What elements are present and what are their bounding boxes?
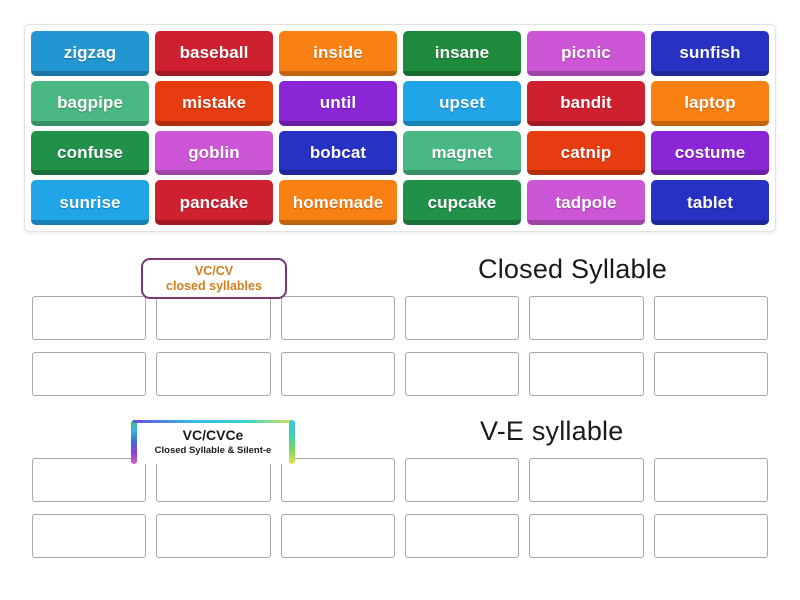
word-tile[interactable]: picnic <box>527 31 645 76</box>
drop-slot[interactable] <box>280 514 395 558</box>
word-tile[interactable]: costume <box>651 130 769 176</box>
word-tile[interactable]: magnet <box>403 130 521 176</box>
word-tile-label: catnip <box>560 142 612 162</box>
word-tile-label: until <box>319 93 357 113</box>
drop-slot[interactable] <box>529 458 644 502</box>
word-tile[interactable]: until <box>279 80 397 126</box>
category-title-ve-syllable: V-E syllable <box>480 416 624 446</box>
drop-slot[interactable] <box>156 352 271 396</box>
drop-slot[interactable] <box>529 352 644 396</box>
word-tile[interactable]: insane <box>403 31 521 76</box>
word-tile[interactable]: upset <box>403 80 521 126</box>
word-tile-label: goblin <box>188 142 240 162</box>
drop-slot[interactable] <box>32 296 147 340</box>
drop-slot[interactable] <box>529 296 644 340</box>
drop-slot[interactable] <box>280 458 395 502</box>
drop-slot[interactable] <box>156 296 271 340</box>
word-tile-label: magnet <box>431 142 493 162</box>
category-header-row: VC/CVCe Closed Syllable & Silent-e V-E s… <box>0 410 800 464</box>
word-tile[interactable]: tadpole <box>527 180 645 225</box>
word-tile[interactable]: inside <box>279 31 397 76</box>
word-tile-label: bobcat <box>309 142 367 162</box>
word-tile-label: picnic <box>561 43 611 63</box>
word-tile-grid: zigzag baseball inside insane picnic sunfish b… <box>31 31 769 225</box>
word-tile[interactable]: sunrise <box>31 180 149 225</box>
word-tile-label: homemade <box>292 192 384 212</box>
drop-slot[interactable] <box>405 352 520 396</box>
word-tile[interactable]: laptop <box>651 80 769 126</box>
word-tile-label: sunfish <box>679 43 741 63</box>
drop-zone-grid-closed-syllable <box>32 296 768 396</box>
word-tile[interactable]: bagpipe <box>31 80 149 126</box>
drop-slot[interactable] <box>32 352 147 396</box>
word-tile-label: sunrise <box>59 192 121 212</box>
word-tile-label: inside <box>313 43 363 63</box>
category-title-closed-syllable: Closed Syllable <box>478 254 668 284</box>
word-tile-label: tablet <box>687 192 733 212</box>
word-tile[interactable]: cupcake <box>403 180 521 225</box>
word-tile-label: mistake <box>181 93 247 113</box>
word-tile[interactable]: zigzag <box>31 31 149 76</box>
category-chip-vc-cvce[interactable]: VC/CVCe Closed Syllable & Silent-e <box>131 420 295 464</box>
word-tile[interactable]: homemade <box>279 180 397 225</box>
drop-slot[interactable] <box>405 458 520 502</box>
word-tile-label: bandit <box>560 93 612 113</box>
rainbow-bar-top-icon <box>133 420 293 423</box>
drop-slot[interactable] <box>32 514 147 558</box>
drop-slot[interactable] <box>156 458 271 502</box>
drop-slot[interactable] <box>653 352 768 396</box>
word-tile[interactable]: tablet <box>651 180 769 225</box>
drop-slot[interactable] <box>32 458 147 502</box>
drop-slot[interactable] <box>653 514 768 558</box>
word-tile-label: insane <box>434 43 490 63</box>
word-tile[interactable]: catnip <box>527 130 645 176</box>
word-tile-label: bagpipe <box>57 93 123 113</box>
drop-slot[interactable] <box>405 514 520 558</box>
drop-slot[interactable] <box>280 352 395 396</box>
drop-slot[interactable] <box>529 514 644 558</box>
category-chip-title: VC/CV <box>194 263 234 278</box>
word-tile-label: cupcake <box>427 192 497 212</box>
drop-slot[interactable] <box>653 296 768 340</box>
drop-slot[interactable] <box>405 296 520 340</box>
word-tile-label: confuse <box>57 142 123 162</box>
drop-slot[interactable] <box>156 514 271 558</box>
category-chip-title: VC/CVCe <box>182 426 244 443</box>
drop-slot[interactable] <box>653 458 768 502</box>
word-tile-label: zigzag <box>63 43 117 63</box>
rainbow-bar-left-icon <box>131 420 137 464</box>
word-tile[interactable]: bobcat <box>279 130 397 176</box>
word-tile[interactable]: goblin <box>155 130 273 176</box>
word-bank-panel: zigzag baseball inside insane picnic sunfish b… <box>24 24 776 232</box>
category-chip-subtitle: Closed Syllable & Silent-e <box>154 445 272 457</box>
category-section-ve-syllable: VC/CVCe Closed Syllable & Silent-e V-E s… <box>0 410 800 558</box>
category-chip-subtitle: closed syllables <box>166 279 262 293</box>
category-header-row: VC/CV closed syllables Closed Syllable <box>0 248 800 299</box>
drop-slot[interactable] <box>280 296 395 340</box>
word-tile[interactable]: pancake <box>155 180 273 225</box>
rainbow-bar-right-icon <box>289 420 295 464</box>
word-tile[interactable]: mistake <box>155 80 273 126</box>
word-tile-label: laptop <box>684 93 736 113</box>
word-tile[interactable]: bandit <box>527 80 645 126</box>
word-tile[interactable]: baseball <box>155 31 273 76</box>
word-tile-label: costume <box>674 142 746 162</box>
word-tile-label: pancake <box>179 192 249 212</box>
drop-zone-grid-ve-syllable <box>32 458 768 558</box>
word-tile[interactable]: confuse <box>31 130 149 176</box>
word-tile[interactable]: sunfish <box>651 31 769 76</box>
word-tile-label: upset <box>439 93 485 113</box>
word-tile-label: baseball <box>179 43 249 63</box>
category-section-closed-syllable: VC/CV closed syllables Closed Syllable <box>0 248 800 396</box>
category-chip-vc-cv[interactable]: VC/CV closed syllables <box>141 258 287 299</box>
word-tile-label: tadpole <box>555 192 617 212</box>
